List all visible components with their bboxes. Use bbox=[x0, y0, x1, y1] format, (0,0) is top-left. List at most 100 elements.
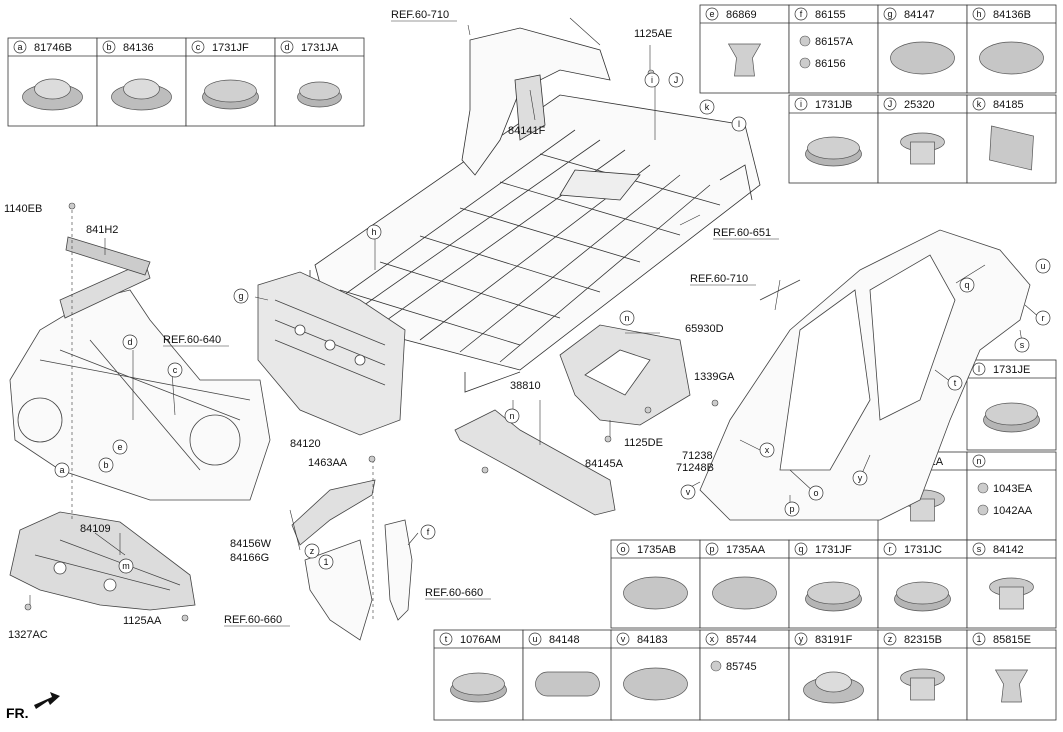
callout-letter: c bbox=[173, 365, 178, 375]
callout-circle bbox=[680, 484, 696, 500]
legend-code: 1731JE bbox=[993, 364, 1030, 376]
callout-letter: g bbox=[238, 291, 243, 301]
legend-id-circle bbox=[794, 7, 808, 21]
callout-g: g bbox=[233, 288, 249, 304]
sub-part-code: 85745 bbox=[726, 661, 757, 673]
callout-circle bbox=[668, 72, 684, 88]
callout-m: m bbox=[118, 558, 134, 574]
legend-id-circle bbox=[439, 632, 453, 646]
legend-id-circle bbox=[972, 362, 986, 376]
part-label: 1125AE bbox=[634, 28, 672, 40]
legend-id: e bbox=[709, 9, 714, 19]
callout-circle bbox=[731, 116, 747, 132]
legend-id: a bbox=[17, 42, 22, 52]
legend-cell-frame bbox=[966, 359, 1057, 451]
callout-circle bbox=[233, 288, 249, 304]
legend-id: 1 bbox=[976, 634, 981, 644]
callout-n: n bbox=[504, 408, 520, 424]
part-shape-stem-18 bbox=[999, 586, 1024, 610]
legend-cell-frame bbox=[699, 629, 790, 721]
callout-z: z bbox=[304, 543, 320, 559]
part-shape-top-0 bbox=[34, 78, 71, 100]
callout-circle bbox=[699, 99, 715, 115]
part-shape-top-19 bbox=[452, 672, 505, 696]
sub-part-code: 86157A bbox=[815, 36, 854, 48]
legend-code: 84136B bbox=[993, 9, 1031, 21]
callout-circle bbox=[1014, 337, 1030, 353]
legend-id: t bbox=[445, 634, 448, 644]
legend-id: g bbox=[887, 9, 892, 19]
callout-letter: z bbox=[310, 546, 315, 556]
legend-id: k bbox=[977, 99, 982, 109]
ref-labels: REF.60-710REF.60-651REF.60-640REF.60-710… bbox=[163, 9, 779, 627]
callout-h: h bbox=[366, 224, 382, 240]
part-label: 38810 bbox=[510, 380, 541, 392]
side-body-structure bbox=[699, 229, 1031, 521]
legend-code: 84136 bbox=[123, 42, 154, 54]
callout-circle bbox=[808, 485, 824, 501]
callout-circle bbox=[98, 457, 114, 473]
legend-code: 25320 bbox=[904, 99, 935, 111]
callout-circle bbox=[504, 408, 520, 424]
callout-a: a bbox=[54, 462, 70, 478]
callout-d: d bbox=[122, 334, 138, 350]
front-arrow-icon bbox=[34, 692, 60, 709]
callout-circle bbox=[852, 470, 868, 486]
legend-cell-e: e 86869 bbox=[699, 4, 790, 94]
part-label: 65930D bbox=[685, 323, 724, 335]
callout-circle bbox=[784, 501, 800, 517]
legend-id: J bbox=[888, 99, 893, 109]
sub-part-icon bbox=[799, 35, 811, 47]
callout-circle bbox=[167, 362, 183, 378]
legend-id: b bbox=[106, 42, 111, 52]
part-shape-top-1 bbox=[123, 78, 160, 100]
legend-code: 86869 bbox=[726, 9, 757, 21]
legend-id: u bbox=[532, 634, 537, 644]
callout-circle bbox=[1035, 310, 1051, 326]
callout-k: k bbox=[699, 99, 715, 115]
callout-circle bbox=[1035, 258, 1051, 274]
legend-id-circle bbox=[616, 542, 630, 556]
legend-id-circle bbox=[972, 97, 986, 111]
callout-letter: n bbox=[624, 313, 629, 323]
callout-circle bbox=[366, 224, 382, 240]
legend-id: x bbox=[710, 634, 715, 644]
part-shape-stem-12 bbox=[910, 498, 935, 522]
reference-label: REF.60-640 bbox=[163, 334, 221, 346]
part-label: 84156W bbox=[230, 538, 272, 550]
part-label: 1339GA bbox=[694, 371, 735, 383]
callout-circle bbox=[759, 442, 775, 458]
legend-code: 1731JF bbox=[815, 544, 852, 556]
callout-letter: r bbox=[1042, 313, 1045, 323]
legend-code: 85815E bbox=[993, 634, 1031, 646]
part-shape-top-11 bbox=[985, 402, 1038, 426]
callout-letter: f bbox=[427, 527, 430, 537]
dash-panel bbox=[257, 271, 406, 436]
legend-code: 1076AM bbox=[460, 634, 501, 646]
part-shape-stem-24 bbox=[910, 677, 935, 701]
callout-c: c bbox=[167, 362, 183, 378]
part-label: 84120 bbox=[290, 438, 321, 450]
under-cover bbox=[9, 511, 196, 611]
legend-id: d bbox=[284, 42, 289, 52]
legend-id-circle bbox=[972, 542, 986, 556]
callout-circle bbox=[420, 524, 436, 540]
legend-cell-1: 1 85815E bbox=[966, 629, 1057, 721]
part-label: 1463AA bbox=[308, 457, 348, 469]
legend-code: 1731JA bbox=[301, 42, 339, 54]
legend-id: s bbox=[977, 544, 982, 554]
part-shape-25 bbox=[994, 669, 1029, 703]
part-label: 84166G bbox=[230, 552, 269, 564]
callout-n: n bbox=[619, 310, 635, 326]
sub-part-icon bbox=[977, 482, 989, 494]
